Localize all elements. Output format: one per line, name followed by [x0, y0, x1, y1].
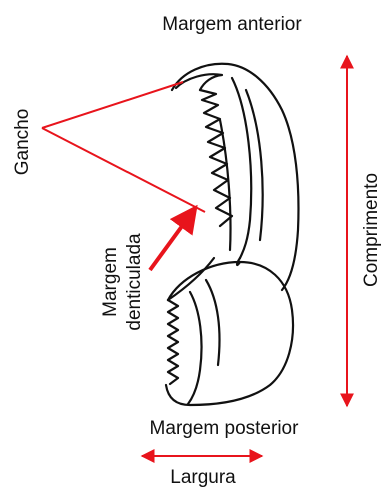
base-ridge	[188, 292, 202, 404]
hook-pointer-bottom	[42, 128, 205, 212]
label-hook: Gancho	[12, 109, 33, 176]
base-plate	[166, 262, 293, 405]
body-ridge-1	[232, 78, 251, 258]
label-posterior-margin: Margem posterior	[150, 418, 300, 439]
label-width: Largura	[170, 467, 236, 487]
body-ridge-2	[246, 90, 263, 240]
annotations	[42, 56, 347, 456]
base-denticles	[168, 300, 178, 384]
label-denticulate-line1: Margem	[100, 247, 121, 317]
denticulate-arrow	[150, 207, 196, 270]
label-denticulate-line2: denticulada	[124, 233, 145, 331]
hook-pointer-top	[42, 82, 183, 128]
base-ridge-2	[206, 280, 220, 365]
label-anterior-margin: Margem anterior	[162, 14, 302, 35]
claw-structure	[166, 64, 298, 405]
denticulate-edge	[200, 90, 232, 226]
hook-outline	[172, 64, 298, 290]
neck-connection-2	[237, 258, 240, 265]
label-length: Comprimento	[361, 173, 382, 287]
